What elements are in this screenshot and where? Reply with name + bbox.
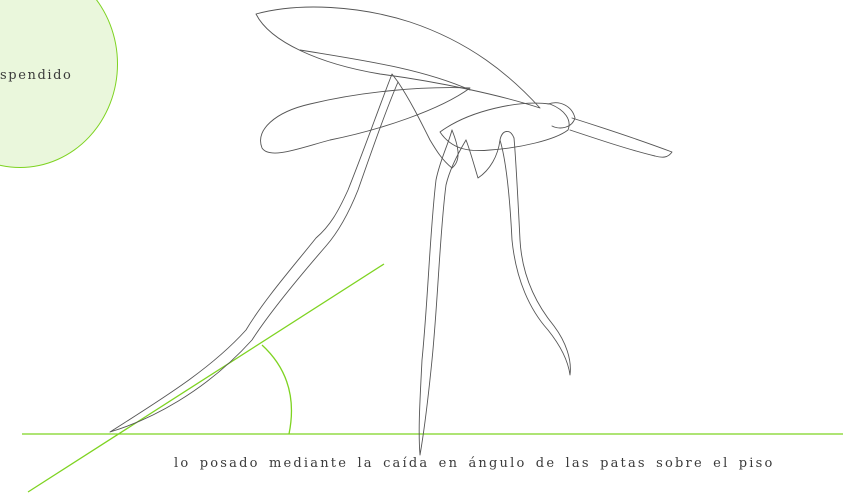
angle-arc (261, 344, 293, 435)
hind-leg-upper (465, 131, 515, 179)
hind-leg (499, 137, 571, 376)
lower-wing (260, 87, 471, 154)
wing-vein (299, 49, 471, 91)
middle-leg-upper (397, 81, 459, 169)
front-leg (109, 73, 399, 433)
leg-angle-line (27, 263, 385, 493)
upper-wing (255, 6, 541, 109)
middle-leg (418, 129, 467, 456)
proboscis (569, 117, 673, 158)
bubble-label: spendido (0, 68, 73, 83)
caption: lo posado mediante la caída en ángulo de… (174, 456, 775, 471)
head (547, 102, 576, 129)
thorax (439, 102, 570, 152)
